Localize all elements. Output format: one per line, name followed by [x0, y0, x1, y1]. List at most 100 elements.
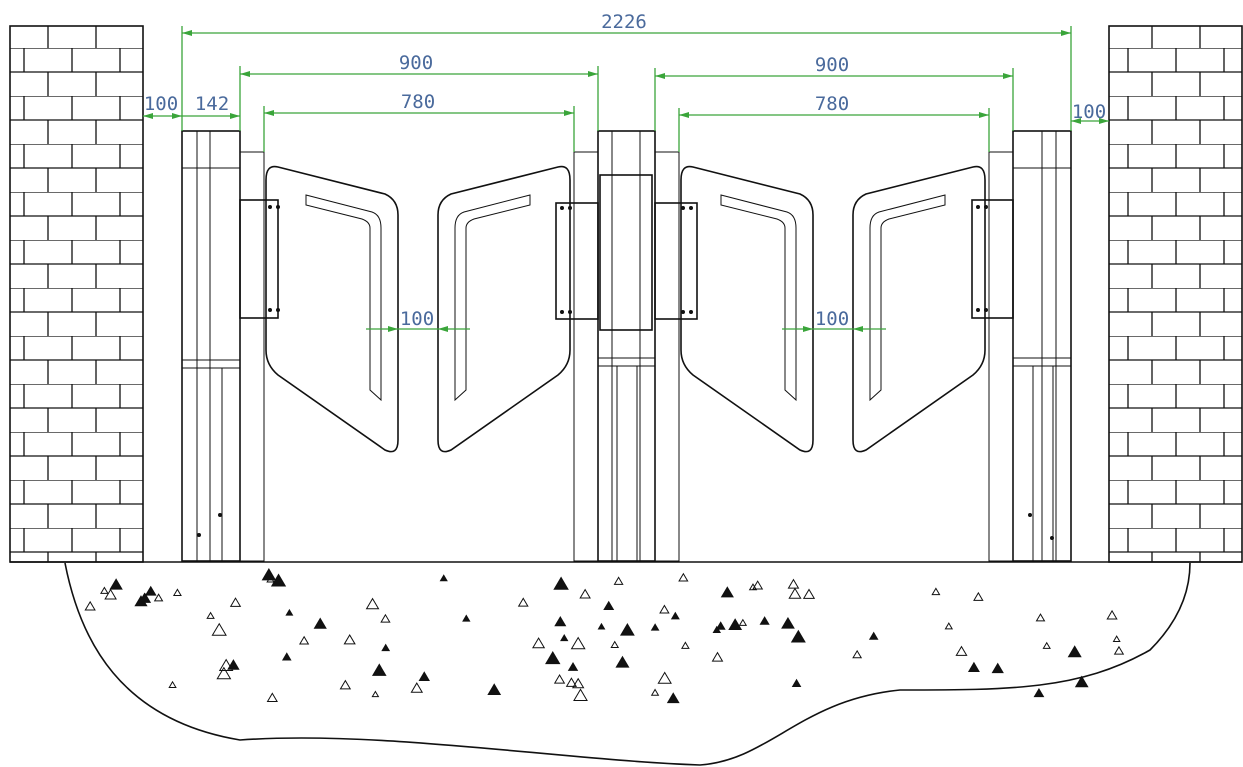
- aggregate-stone: [139, 592, 150, 602]
- aggregate-stone: [712, 625, 722, 633]
- wing-panel-2: [437, 165, 571, 453]
- aggregate-stone: [567, 662, 579, 671]
- aggregate-stone: [410, 682, 424, 693]
- aggregate-stone: [597, 622, 606, 630]
- aggregate-stone: [571, 677, 585, 689]
- aggregate-stone: [553, 576, 569, 590]
- aggregate-stone: [261, 568, 277, 581]
- aggregate-stone: [659, 604, 670, 614]
- aggregate-stone: [787, 578, 800, 589]
- aggregate-stone: [781, 616, 795, 629]
- aggregate-stone: [670, 611, 680, 620]
- aggregate-stone: [931, 587, 941, 596]
- aggregate-stone: [570, 636, 586, 650]
- aggregate-stone: [650, 623, 660, 631]
- aggregate-stone: [868, 631, 879, 640]
- aggregate-stone: [565, 677, 578, 687]
- aggregate-stone: [681, 641, 690, 649]
- aggregate-stone: [613, 576, 624, 585]
- aggregate-stone: [104, 588, 117, 600]
- aggregate-stone: [109, 578, 123, 590]
- aggregate-stone: [615, 655, 630, 668]
- aggregate-stone: [343, 633, 356, 645]
- wing-panel-4: [852, 165, 986, 453]
- aggregate-stone: [211, 622, 227, 636]
- dim-total-width: 2226: [601, 11, 647, 33]
- aggregate-stone: [168, 680, 177, 688]
- dim-right-wall-gap: 100: [1072, 101, 1106, 123]
- aggregate-stone: [313, 617, 327, 629]
- wing-panel-3: [680, 165, 814, 453]
- aggregate-stone: [339, 679, 352, 690]
- aggregate-stone: [227, 659, 240, 670]
- aggregate-stone: [711, 651, 724, 662]
- aggregate-stone: [1042, 641, 1051, 649]
- aggregate-stone: [666, 692, 680, 704]
- aggregate-stone: [650, 688, 660, 696]
- aggregate-stone: [545, 650, 561, 665]
- left-brick-wall: [9, 25, 144, 563]
- aggregate-stone: [1113, 645, 1125, 655]
- center-cabinet: [555, 130, 698, 562]
- aggregate-stone: [967, 661, 980, 672]
- dim-left-lane-width: 900: [399, 52, 433, 74]
- aggregate-stone: [100, 586, 109, 594]
- aggregate-stone: [603, 600, 615, 611]
- dimension-labels: 2226 900 900 780 780 100 142 100 100 100: [144, 11, 1106, 330]
- aggregate-stone: [218, 658, 234, 672]
- aggregate-stone: [678, 572, 689, 582]
- aggregate-stone: [720, 586, 734, 598]
- dimension-lines: [143, 26, 1109, 332]
- aggregate-stone: [517, 597, 529, 607]
- dim-right-lane-width: 900: [815, 54, 849, 76]
- aggregate-stone: [172, 588, 182, 596]
- aggregate-stone: [752, 580, 764, 590]
- aggregate-stone: [852, 649, 863, 659]
- aggregate-stone: [462, 614, 471, 622]
- aggregate-stone: [285, 608, 294, 616]
- aggregate-stone: [553, 674, 566, 684]
- aggregate-stone: [144, 585, 157, 596]
- left-cabinet: [181, 130, 280, 562]
- dim-left-wall-gap: 100: [144, 93, 178, 115]
- concrete-aggregate: [84, 568, 1125, 704]
- aggregate-stone: [560, 633, 569, 642]
- aggregate-stone: [298, 635, 310, 645]
- aggregate-stone: [229, 597, 242, 607]
- aggregate-stone: [619, 622, 635, 636]
- aggregate-stone: [216, 666, 232, 680]
- aggregate-stone: [381, 643, 391, 652]
- aggregate-stone: [554, 616, 567, 627]
- dim-right-passage: 780: [815, 93, 849, 115]
- aggregate-stone: [1074, 675, 1089, 688]
- dim-left-wing-gap: 100: [400, 308, 434, 330]
- aggregate-stone: [365, 597, 380, 610]
- aggregate-stone: [371, 663, 387, 676]
- aggregate-stone: [1067, 645, 1082, 658]
- aggregate-stone: [371, 690, 380, 698]
- aggregate-stone: [1035, 613, 1046, 622]
- aggregate-stone: [1033, 687, 1045, 698]
- aggregate-stone: [153, 593, 164, 602]
- aggregate-stone: [1106, 609, 1118, 620]
- aggregate-stone: [439, 574, 448, 582]
- wing-panel-1: [265, 165, 399, 453]
- aggregate-stone: [281, 652, 292, 661]
- aggregate-stone: [715, 621, 726, 630]
- aggregate-stone: [759, 616, 770, 625]
- aggregate-stone: [991, 662, 1004, 674]
- aggregate-stone: [944, 622, 954, 630]
- right-brick-wall: [1108, 25, 1243, 563]
- right-cabinet: [971, 130, 1072, 562]
- dim-left-passage: 780: [401, 91, 435, 113]
- aggregate-stone: [84, 600, 96, 611]
- aggregate-stone: [206, 611, 215, 619]
- aggregate-stone: [791, 678, 802, 687]
- dim-right-wing-gap: 100: [815, 308, 849, 330]
- aggregate-stone: [266, 692, 278, 703]
- aggregate-stone: [573, 688, 588, 701]
- aggregate-stone: [610, 640, 620, 649]
- aggregate-stone: [802, 588, 816, 599]
- aggregate-stone: [532, 637, 546, 649]
